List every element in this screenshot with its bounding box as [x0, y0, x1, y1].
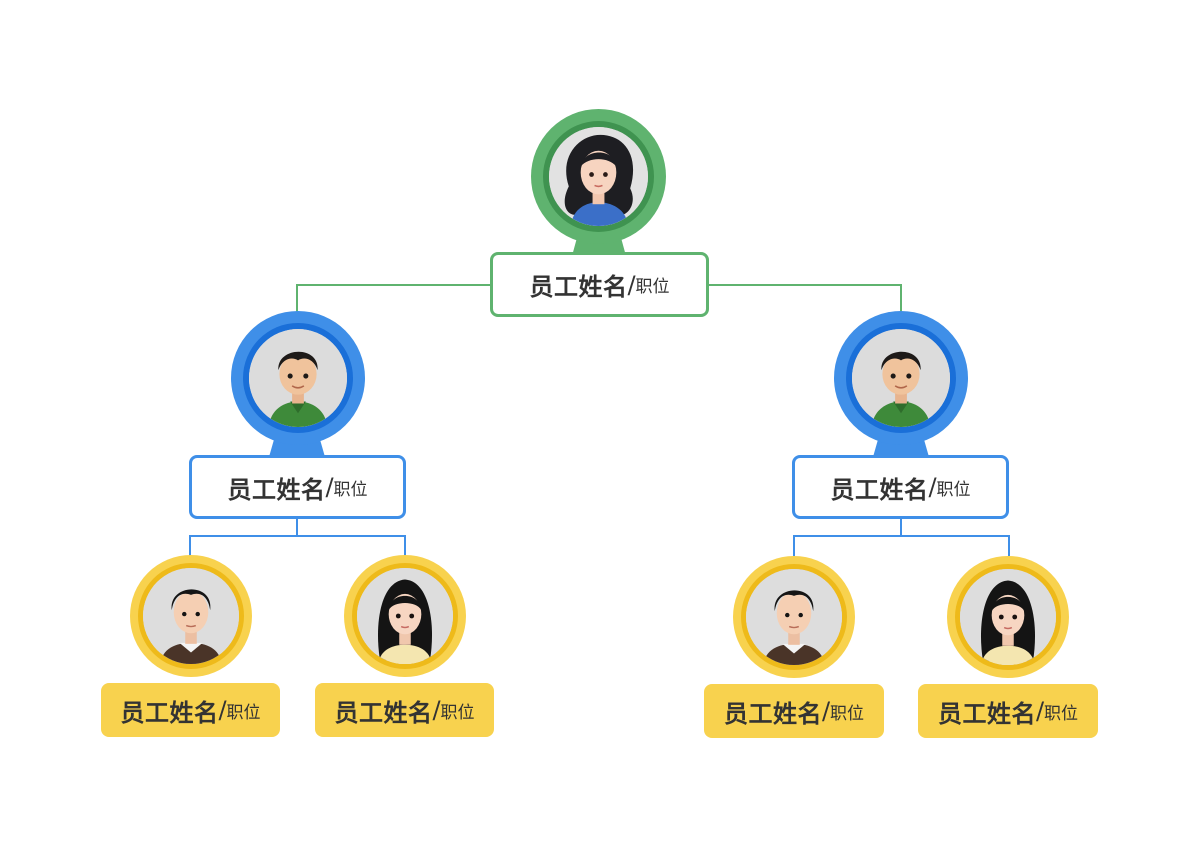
- job-title: 职位: [226, 702, 261, 723]
- female-curly-hair-avatar: [549, 127, 648, 226]
- job-title: 职位: [333, 479, 368, 500]
- left-label-box: 员工姓名/职位: [189, 455, 406, 519]
- male-brown-sweater-avatar: [746, 569, 842, 665]
- job-title: 职位: [830, 703, 865, 724]
- separator: /: [218, 696, 227, 724]
- employee-name: 员工姓名: [120, 698, 219, 727]
- right-label-box: 员工姓名/职位: [792, 455, 1009, 519]
- separator: /: [325, 473, 334, 501]
- separator: /: [928, 473, 937, 501]
- employee-name: 员工姓名: [937, 699, 1036, 728]
- separator: /: [627, 270, 636, 299]
- employee-name: 员工姓名: [723, 699, 822, 728]
- employee-name: 员工姓名: [830, 475, 929, 504]
- separator: /: [432, 696, 441, 724]
- male-green-shirt-avatar: [249, 329, 347, 427]
- connector-left-children: [189, 518, 406, 556]
- female-long-hair-avatar: [960, 569, 1056, 665]
- job-title: 职位: [1044, 703, 1079, 724]
- employee-name: 员工姓名: [227, 475, 326, 504]
- male-brown-sweater-avatar: [143, 568, 239, 664]
- employee-name: 员工姓名: [529, 273, 628, 301]
- job-title: 职位: [440, 702, 475, 723]
- connector-right-children: [793, 518, 1010, 556]
- job-title: 职位: [635, 277, 670, 297]
- separator: /: [1035, 697, 1045, 725]
- left-right-label-box: 员工姓名/职位: [315, 683, 494, 737]
- connector-root-right: [708, 284, 902, 312]
- separator: /: [821, 697, 831, 725]
- female-long-hair-avatar: [357, 568, 453, 664]
- root-label-box: 员工姓名/职位: [490, 252, 709, 317]
- left-left-label-box: 员工姓名/职位: [101, 683, 280, 737]
- right-left-label-box: 员工姓名/职位: [704, 684, 884, 738]
- connector-root-left: [296, 284, 492, 312]
- male-green-shirt-avatar: [852, 329, 950, 427]
- employee-name: 员工姓名: [334, 698, 433, 727]
- right-right-label-box: 员工姓名/职位: [918, 684, 1098, 738]
- job-title: 职位: [936, 479, 971, 500]
